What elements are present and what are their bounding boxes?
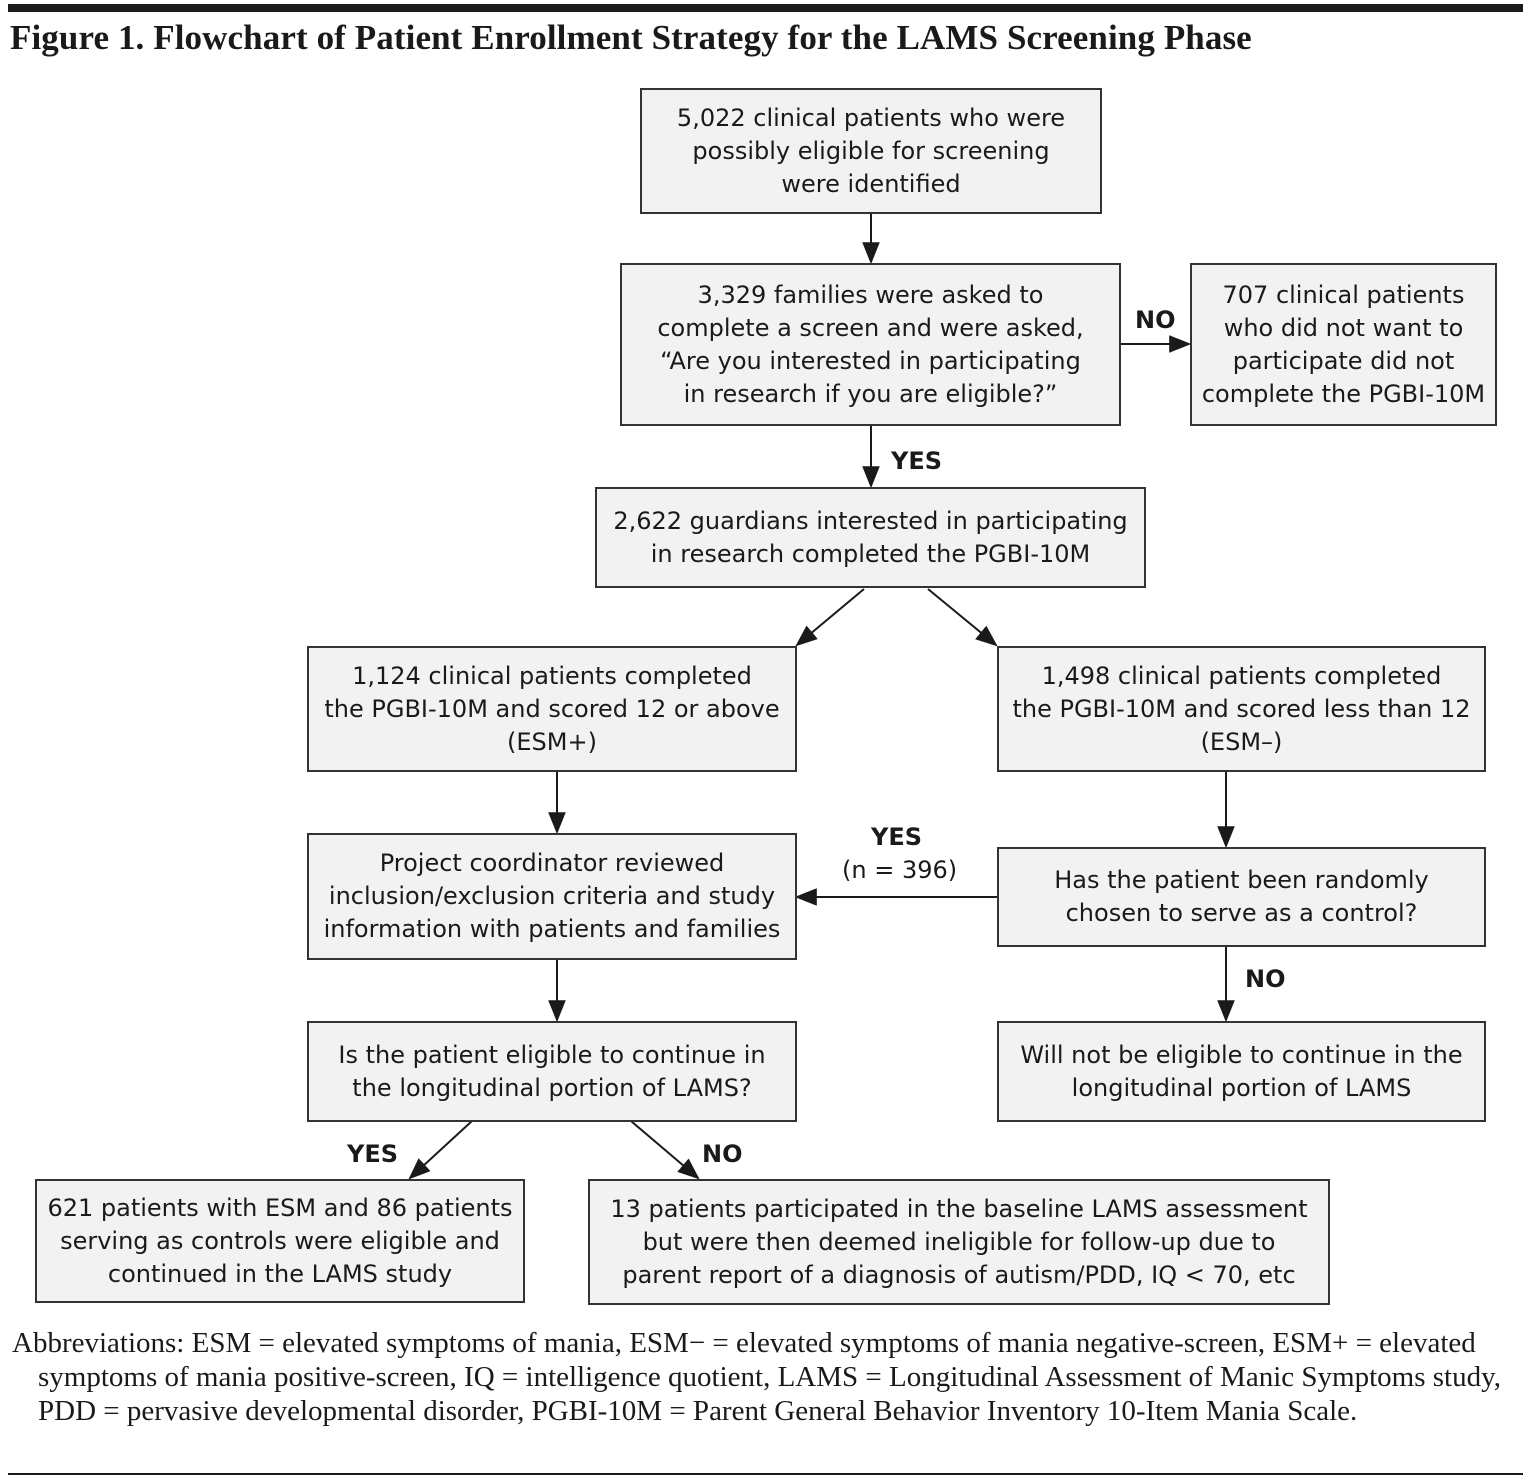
- node-coordinator: Project coordinator reviewed inclusion/e…: [307, 833, 797, 960]
- node-esm-negative: 1,498 clinical patients completed the PG…: [997, 646, 1486, 772]
- node-not-eligible-text: Will not be eligible to continue in the …: [1020, 1040, 1463, 1102]
- node-identified-text: 5,022 clinical patients who were possibl…: [676, 103, 1066, 198]
- edge-label-yes-control: YES: [871, 823, 923, 851]
- top-rule: [8, 4, 1523, 12]
- node-control-question-text: Has the patient been randomly chosen to …: [1054, 866, 1429, 927]
- edge-label-yes-screen: YES: [891, 447, 943, 475]
- node-ineligible: 13 patients participated in the baseline…: [588, 1179, 1330, 1305]
- node-continued-text: 621 patients with ESM and 86 patients se…: [47, 1193, 513, 1288]
- figure-title: Figure 1. Flowchart of Patient Enrollmen…: [10, 18, 1252, 57]
- node-esm-positive: 1,124 clinical patients completed the PG…: [307, 646, 797, 772]
- node-asked: 3,329 families were asked to complete a …: [620, 263, 1121, 426]
- arrow-guardians-to-esm-neg: [927, 588, 998, 647]
- abbreviations-note: Abbreviations: ESM = elevated symptoms o…: [12, 1327, 1501, 1427]
- edge-label-yes-eligible: YES: [347, 1140, 399, 1168]
- node-control-question: Has the patient been randomly chosen to …: [997, 847, 1486, 947]
- node-guardians: 2,622 guardians interested in participat…: [595, 487, 1146, 588]
- node-not-participate: 707 clinical patients who did not want t…: [1190, 263, 1497, 426]
- node-eligible-question-text: Is the patient eligible to continue in t…: [338, 1040, 766, 1102]
- node-esm-negative-text: 1,498 clinical patients completed the PG…: [1012, 661, 1471, 756]
- node-identified: 5,022 clinical patients who were possibl…: [640, 88, 1102, 214]
- edge-label-no-control: NO: [1245, 965, 1286, 993]
- node-asked-text: 3,329 families were asked to complete a …: [657, 280, 1084, 408]
- arrow-eligible-q-to-ineligible: [630, 1120, 700, 1180]
- node-coordinator-text: Project coordinator reviewed inclusion/e…: [323, 849, 781, 943]
- edge-label-no-eligible: NO: [702, 1140, 743, 1168]
- arrow-eligible-q-to-continued: [408, 1120, 473, 1180]
- bottom-rule: [8, 1473, 1523, 1475]
- node-eligible-question: Is the patient eligible to continue in t…: [307, 1021, 797, 1122]
- node-not-participate-text: 707 clinical patients who did not want t…: [1201, 280, 1486, 408]
- node-esm-positive-text: 1,124 clinical patients completed the PG…: [324, 661, 780, 756]
- arrow-guardians-to-esm-pos: [795, 588, 865, 647]
- edge-label-no-screen: NO: [1135, 306, 1176, 334]
- node-not-eligible: Will not be eligible to continue in the …: [997, 1021, 1486, 1122]
- edge-label-yes-control-count: (n = 396): [842, 856, 958, 884]
- node-continued: 621 patients with ESM and 86 patients se…: [35, 1179, 525, 1303]
- node-ineligible-text: 13 patients participated in the baseline…: [610, 1194, 1308, 1289]
- node-guardians-text: 2,622 guardians interested in participat…: [613, 506, 1128, 568]
